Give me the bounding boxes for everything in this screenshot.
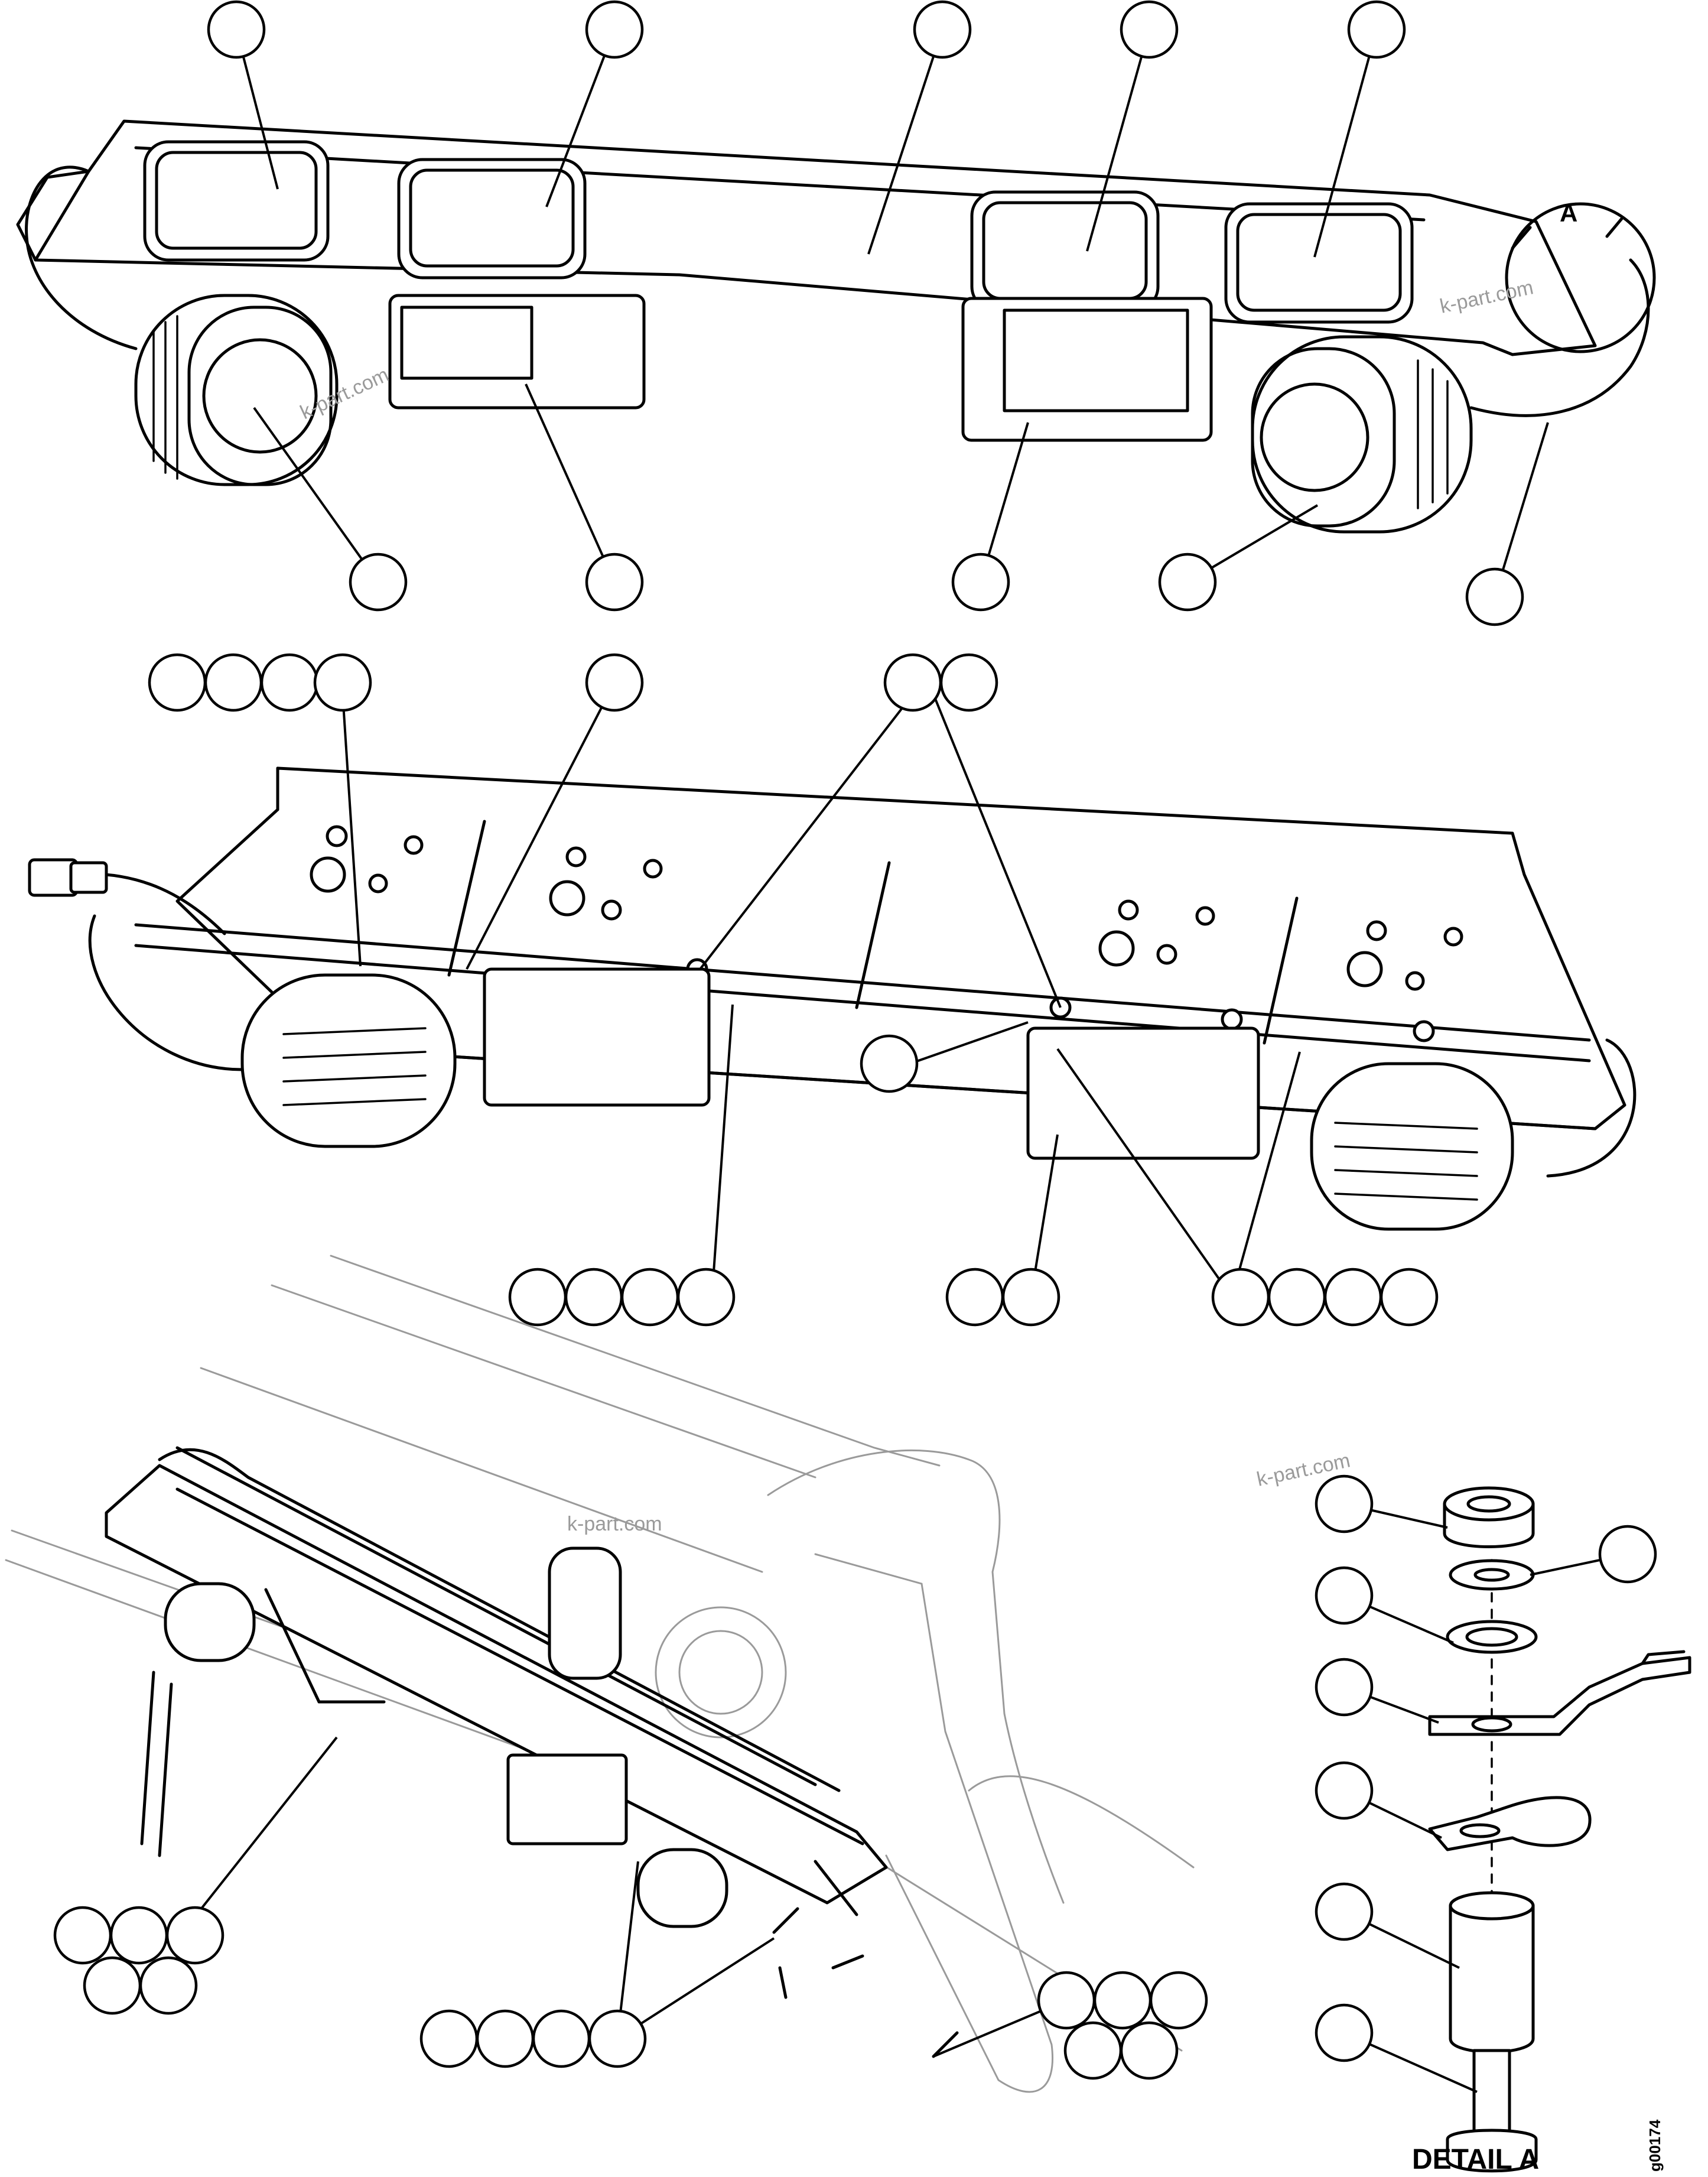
drawing-number: g00174 bbox=[1646, 2119, 1664, 2172]
callout-balloon bbox=[349, 553, 408, 612]
callout-balloon bbox=[1315, 1474, 1374, 1533]
callout-balloon bbox=[1465, 567, 1524, 626]
callout-balloon bbox=[508, 1268, 567, 1327]
callout-balloon bbox=[1598, 1525, 1657, 1584]
callout-balloon bbox=[313, 653, 372, 712]
detail-a-callout-circle bbox=[1505, 202, 1656, 353]
callout-balloon bbox=[883, 653, 942, 712]
relay-box bbox=[961, 297, 1213, 442]
callout-balloon bbox=[620, 1268, 679, 1327]
rectangular-lamp-icon bbox=[397, 158, 587, 280]
callout-balloon bbox=[564, 1268, 623, 1327]
callout-balloon bbox=[1093, 1971, 1152, 2030]
lamp-bar-rear-view bbox=[28, 766, 1637, 1231]
callout-balloon bbox=[1267, 1268, 1326, 1327]
callout-balloon bbox=[53, 1906, 112, 1965]
work-lamp-icon bbox=[240, 973, 457, 1148]
bolt-icon bbox=[1446, 2049, 1538, 2173]
callout-balloon bbox=[139, 1956, 198, 2015]
callout-balloon bbox=[585, 653, 644, 712]
callout-balloon bbox=[1120, 2021, 1179, 2080]
callout-balloon bbox=[1315, 1566, 1374, 1625]
callout-balloon bbox=[83, 1956, 142, 2015]
detail-a-callouts bbox=[1315, 1474, 1657, 2093]
work-lamp-icon bbox=[164, 1582, 256, 1662]
callout-balloon bbox=[165, 1906, 225, 1965]
callout-balloon bbox=[588, 2009, 647, 2068]
callout-balloon bbox=[1037, 1971, 1096, 2030]
callout-balloon bbox=[1001, 1268, 1060, 1327]
rectangular-lamp-icon bbox=[1224, 202, 1414, 324]
relay-box bbox=[1026, 1026, 1260, 1160]
work-lamp-icon bbox=[1251, 335, 1473, 534]
work-lamp-icon bbox=[134, 294, 339, 486]
callout-balloon bbox=[585, 0, 644, 59]
callout-balloon bbox=[585, 553, 644, 612]
washer-icon bbox=[1449, 1559, 1535, 1591]
bolt-icon bbox=[326, 825, 1463, 1042]
work-lamp-icon bbox=[636, 1848, 728, 1928]
installed-view: k-part.com bbox=[5, 1255, 1195, 2093]
callout-balloon bbox=[913, 0, 972, 59]
rectangular-lamp-icon bbox=[143, 140, 330, 262]
installed-view-callouts bbox=[53, 1736, 1208, 2080]
callout-balloon bbox=[860, 1034, 919, 1093]
callout-balloon bbox=[1149, 1971, 1208, 2030]
callout-balloon bbox=[1211, 1268, 1270, 1327]
nut-icon bbox=[1443, 1486, 1535, 1548]
bracket-icon bbox=[1428, 1656, 1691, 1736]
callout-balloon bbox=[945, 1268, 1004, 1327]
callout-balloon bbox=[939, 653, 998, 712]
relay-box bbox=[483, 967, 711, 1107]
lamp-bar-installed bbox=[105, 1464, 888, 1905]
callout-balloon bbox=[207, 0, 266, 59]
callout-balloon bbox=[1315, 2003, 1374, 2062]
callout-balloon bbox=[1158, 553, 1217, 612]
arrow-label-a: A bbox=[1560, 199, 1577, 227]
callout-balloon bbox=[1063, 2021, 1123, 2080]
spacer-icon bbox=[1449, 1891, 1535, 2053]
washer-icon bbox=[1446, 1620, 1538, 1654]
detail-a-label: DETAIL A bbox=[1412, 2144, 1539, 2175]
callout-balloon bbox=[148, 653, 207, 712]
callout-balloon bbox=[419, 2009, 479, 2068]
work-lamp-icon bbox=[1310, 1062, 1514, 1231]
callout-balloon bbox=[951, 553, 1010, 612]
callout-balloon bbox=[204, 653, 263, 712]
callout-balloon bbox=[1120, 0, 1179, 59]
callout-balloon bbox=[1315, 1761, 1374, 1820]
callout-balloon bbox=[1380, 1268, 1439, 1327]
middle-view-callouts bbox=[148, 653, 1439, 1327]
callout-balloon bbox=[1323, 1268, 1382, 1327]
top-view-callouts bbox=[207, 0, 1549, 626]
callout-balloon bbox=[532, 2009, 591, 2068]
relay-box bbox=[388, 294, 646, 410]
clip-icon bbox=[1428, 1796, 1592, 1851]
callout-balloon bbox=[1315, 1658, 1374, 1717]
callout-balloon bbox=[476, 2009, 535, 2068]
detail-a-exploded: k-part.com bbox=[1255, 1449, 1691, 2173]
callout-balloon bbox=[676, 1268, 736, 1327]
callout-balloon bbox=[260, 653, 319, 712]
watermark: k-part.com bbox=[567, 1513, 662, 1535]
rectangular-lamp-icon bbox=[970, 190, 1160, 312]
callout-balloon bbox=[109, 1906, 168, 1965]
lamp-bar-front-view: A k-part.com k-part.com bbox=[16, 119, 1656, 534]
callout-balloon bbox=[1315, 1882, 1374, 1941]
callout-balloon bbox=[1347, 0, 1406, 59]
